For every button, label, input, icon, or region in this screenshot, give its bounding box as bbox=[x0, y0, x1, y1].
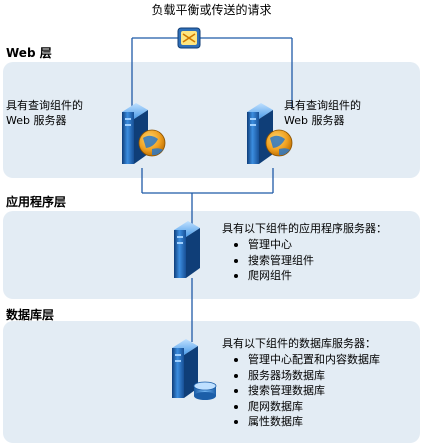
right-web-server-label: 具有查询组件的 Web 服务器 bbox=[284, 98, 361, 128]
list-item: 管理中心 bbox=[226, 237, 314, 253]
list-item: 爬网数据库 bbox=[226, 399, 380, 415]
web-globe-icon bbox=[138, 129, 166, 157]
list-item: 搜索管理数据库 bbox=[226, 383, 380, 399]
app-server-icon bbox=[174, 221, 200, 278]
web-globe-icon bbox=[265, 129, 293, 157]
db-tier-label: 数据库层 bbox=[6, 308, 55, 322]
left-web-server-label-line2: Web 服务器 bbox=[6, 114, 67, 127]
list-item: 搜索管理组件 bbox=[226, 253, 314, 269]
db-server-heading: 具有以下组件的数据库服务器： bbox=[222, 337, 376, 350]
left-web-server-label-line1: 具有查询组件的 bbox=[6, 99, 83, 112]
load-balance-label: 负载平衡或传送的请求 bbox=[151, 3, 272, 17]
list-item: 爬网组件 bbox=[226, 268, 314, 284]
list-item: 服务器场数据库 bbox=[226, 368, 380, 384]
right-web-server-label-line1: 具有查询组件的 bbox=[284, 99, 361, 112]
database-cylinder-icon bbox=[193, 381, 217, 400]
left-web-server-label: 具有查询组件的 Web 服务器 bbox=[6, 98, 83, 128]
list-item: 属性数据库 bbox=[226, 414, 380, 430]
web-tier-connectors bbox=[131, 37, 293, 194]
web-server-icon bbox=[247, 103, 273, 164]
app-tier-band bbox=[3, 211, 420, 299]
list-item: 管理中心配置和内容数据库 bbox=[226, 352, 380, 368]
right-web-server-label-line2: Web 服务器 bbox=[284, 114, 345, 127]
app-server-heading: 具有以下组件的应用程序服务器： bbox=[222, 222, 387, 235]
load-balancer-icon bbox=[177, 27, 201, 49]
web-tier-label: Web 层 bbox=[6, 46, 52, 60]
app-tier-label: 应用程序层 bbox=[6, 195, 67, 209]
app-component-list: 管理中心 搜索管理组件 爬网组件 bbox=[226, 237, 314, 284]
db-component-list: 管理中心配置和内容数据库 服务器场数据库 搜索管理数据库 爬网数据库 属性数据库 bbox=[226, 352, 380, 430]
db-tier-band bbox=[3, 321, 420, 443]
web-tier-band bbox=[3, 62, 420, 178]
database-server-icon bbox=[172, 339, 198, 398]
